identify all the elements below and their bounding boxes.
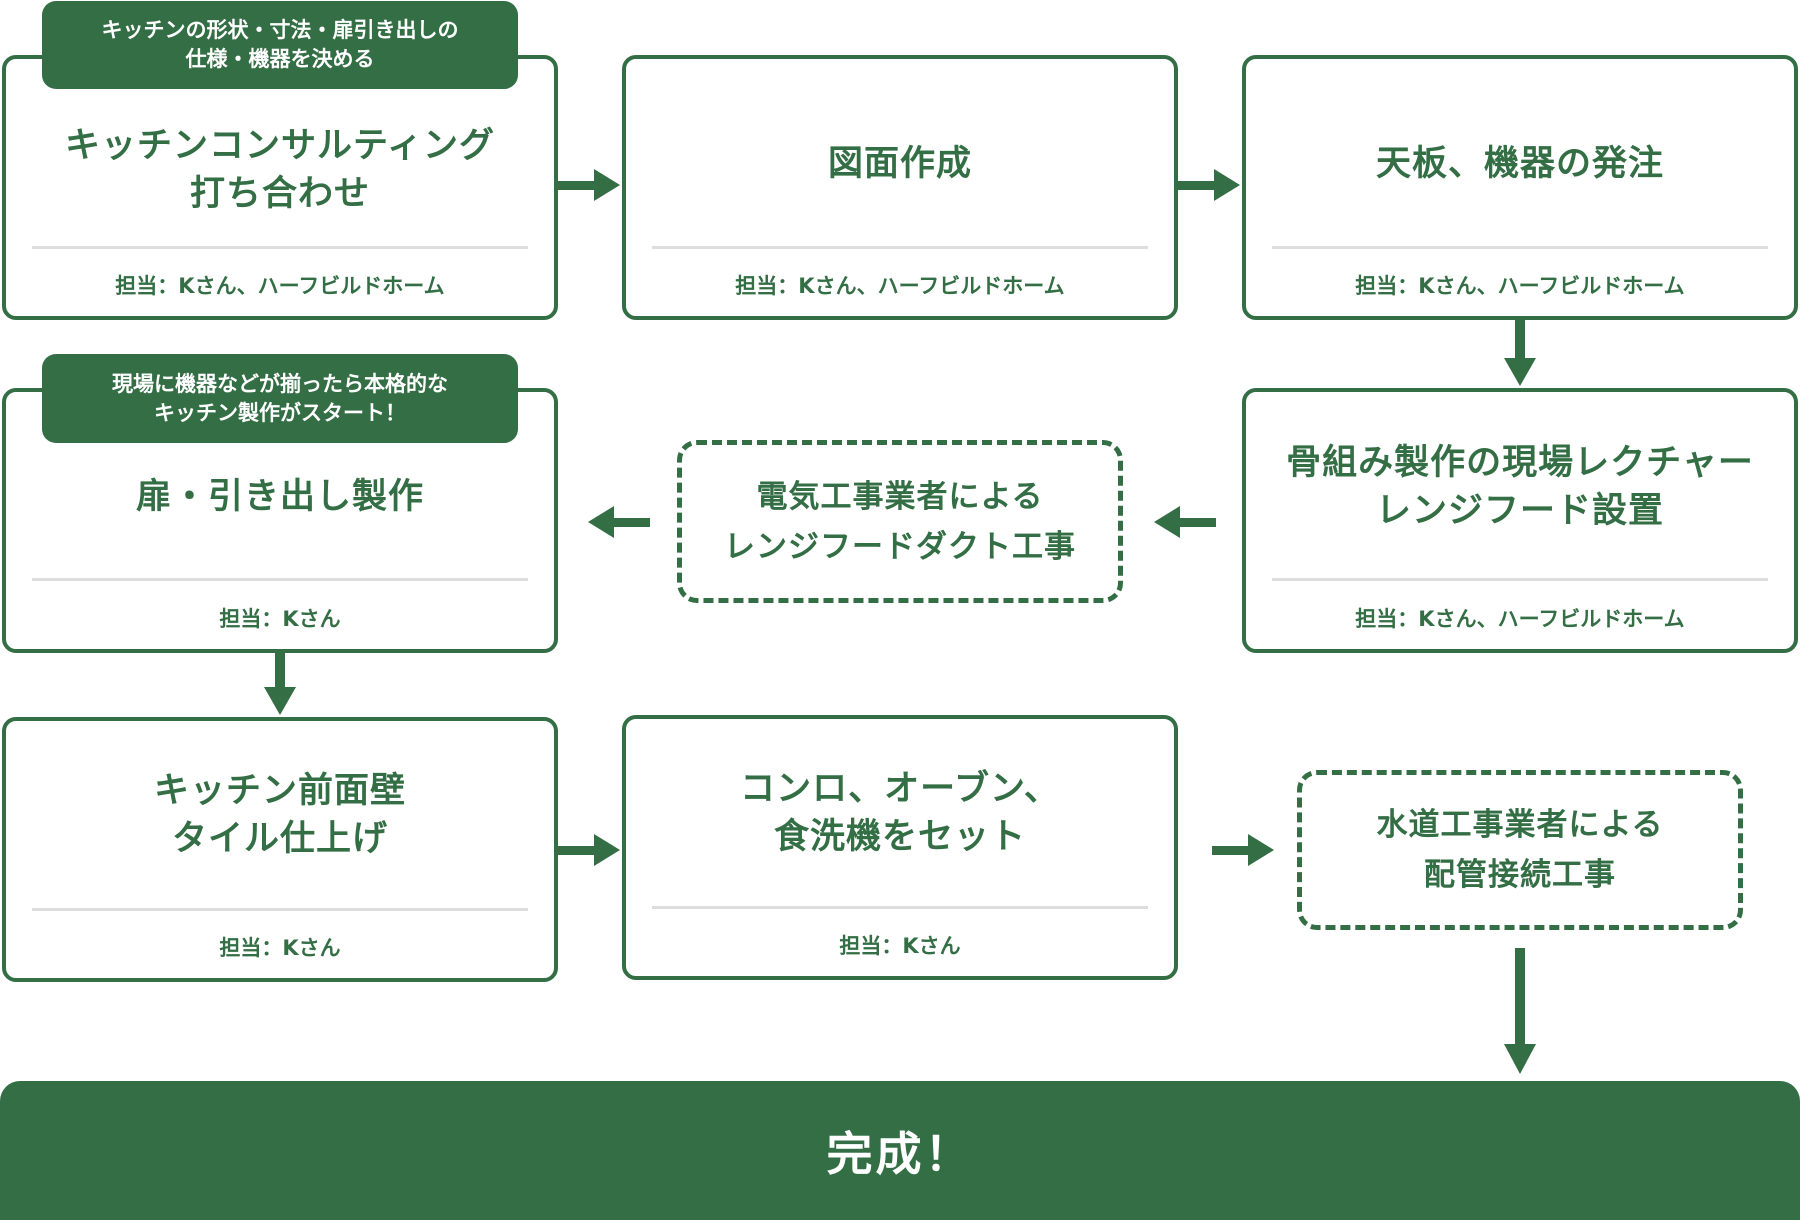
step-title: キッチンコンサルティング 打ち合わせ: [65, 126, 495, 214]
step-owner: 担当：Kさん、ハーフビルドホーム: [115, 274, 445, 298]
step-title: 骨組み製作の現場レクチャー レンジフード設置: [1286, 443, 1754, 531]
step-framework: 骨組み製作の現場レクチャー レンジフード設置 担当：Kさん、ハーフビルドホーム: [1242, 388, 1798, 653]
step-tiles: キッチン前面壁 タイル仕上げ 担当：Kさん: [2, 717, 558, 982]
arrow-down-icon: [1504, 948, 1536, 1074]
arrow-right-icon: [558, 169, 620, 201]
step-consulting: キッチンコンサルティング 打ち合わせ 担当：Kさん、ハーフビルドホーム: [2, 55, 558, 320]
arrow-right-icon: [1212, 834, 1274, 866]
step-owner: 担当：Kさん: [219, 607, 341, 631]
arrow-down-icon: [264, 653, 296, 715]
arrow-left-icon: [1154, 506, 1216, 538]
step-title: 扉・引き出し製作: [135, 477, 424, 517]
step-owner: 担当：Kさん: [219, 936, 341, 960]
step-divider: [652, 246, 1148, 249]
external-electric-work: 電気工事業者による レンジフードダクト工事: [677, 440, 1123, 603]
step-title: 図面作成: [827, 144, 972, 184]
step-owner: 担当：Kさん、ハーフビルドホーム: [1355, 274, 1685, 298]
step-divider: [32, 246, 528, 249]
step-divider: [652, 906, 1148, 909]
arrow-left-icon: [588, 506, 650, 538]
step-note-tag: 現場に機器などが揃ったら本格的な キッチン製作がスタート！: [42, 354, 518, 443]
step-divider: [1272, 578, 1768, 581]
step-divider: [32, 908, 528, 911]
step-owner: 担当：Kさん、ハーフビルドホーム: [735, 274, 1065, 298]
step-divider: [1272, 246, 1768, 249]
step-order: 天板、機器の発注 担当：Kさん、ハーフビルドホーム: [1242, 55, 1798, 320]
final-label: 完成！: [826, 1126, 974, 1181]
arrow-right-icon: [1178, 169, 1240, 201]
step-owner: 担当：Kさん: [839, 934, 961, 958]
step-title: 天板、機器の発注: [1375, 144, 1664, 184]
final-complete-banner: 完成！: [0, 1081, 1800, 1220]
step-drawing: 図面作成 担当：Kさん、ハーフビルドホーム: [622, 55, 1178, 320]
step-owner: 担当：Kさん、ハーフビルドホーム: [1355, 607, 1685, 631]
step-note-tag: キッチンの形状・寸法・扉引き出しの 仕様・機器を決める: [42, 1, 518, 89]
step-divider: [32, 578, 528, 581]
step-appliances: コンロ、オーブン、 食洗機をセット 担当：Kさん: [622, 715, 1178, 980]
arrow-right-icon: [558, 834, 620, 866]
arrow-down-icon: [1504, 320, 1536, 386]
step-title: コンロ、オーブン、 食洗機をセット: [740, 769, 1060, 857]
external-plumbing-work: 水道工事業者による 配管接続工事: [1297, 770, 1743, 930]
step-title: キッチン前面壁 タイル仕上げ: [153, 771, 406, 859]
